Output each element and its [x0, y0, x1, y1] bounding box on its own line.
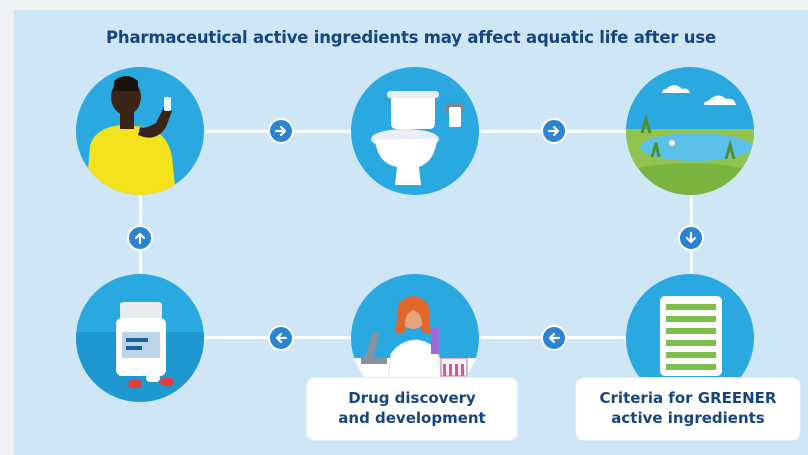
arrow-right-icon — [268, 118, 294, 144]
label-greener-criteria-line1: Criteria for GREENER — [599, 389, 777, 407]
label-greener-criteria: Criteria for GREENER active ingredients — [576, 378, 800, 440]
diagram-title: Pharmaceutical active ingredients may af… — [106, 28, 716, 47]
label-drug-discovery-line1: Drug discovery — [348, 389, 476, 407]
label-drug-discovery: Drug discovery and development — [307, 378, 517, 440]
arrow-right-icon — [541, 118, 567, 144]
arrow-left-icon — [541, 325, 567, 351]
arrow-left-icon — [268, 325, 294, 351]
person-drinking-icon — [76, 67, 204, 195]
diagram-canvas: Pharmaceutical active ingredients may af… — [14, 10, 808, 455]
pond-icon — [626, 67, 754, 195]
toilet-icon — [351, 67, 479, 195]
label-drug-discovery-line2: and development — [338, 409, 486, 427]
label-greener-criteria-line2: active ingredients — [611, 409, 765, 427]
arrow-down-icon — [678, 225, 704, 251]
arrow-up-icon — [127, 225, 153, 251]
pill-bottle-icon — [76, 274, 204, 402]
